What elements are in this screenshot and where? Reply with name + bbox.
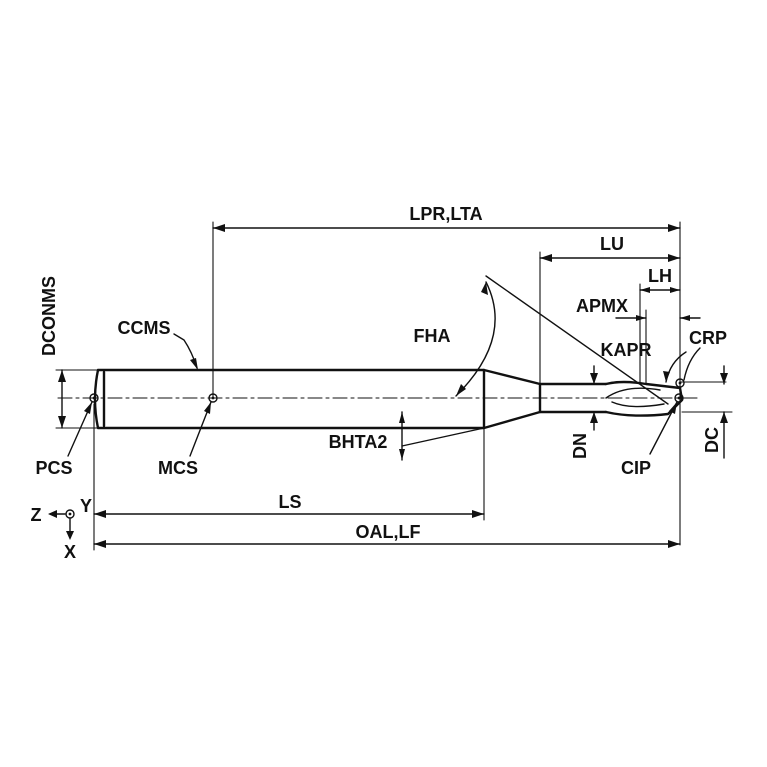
callout-ccms: CCMS	[118, 318, 198, 370]
label-lh: LH	[648, 266, 672, 286]
dim-lpr-lta: LPR,LTA	[212, 204, 681, 546]
callout-kapr: KAPR	[600, 340, 727, 383]
dim-lu: LU	[539, 234, 681, 385]
label-axis-z: Z	[31, 505, 42, 525]
dim-apmx: APMX	[576, 296, 701, 385]
dim-oal-lf: OAL,LF	[93, 522, 681, 548]
label-crp: CRP	[689, 328, 727, 348]
dim-dconms: DCONMS	[39, 276, 99, 429]
pcs-marker	[89, 393, 99, 403]
cip-marker	[674, 393, 684, 403]
dim-dn: DN	[570, 365, 598, 459]
label-apmx: APMX	[576, 296, 628, 316]
callout-bhta2: BHTA2	[329, 411, 485, 461]
dim-ls: LS	[93, 403, 485, 551]
label-dn: DN	[570, 433, 590, 459]
coordinate-axes: Z Y X	[31, 496, 93, 562]
taper-outline	[482, 368, 542, 430]
callout-crp: CRP	[683, 328, 727, 381]
flute-helix	[605, 387, 665, 408]
label-dconms: DCONMS	[39, 276, 59, 356]
shank-outline	[93, 368, 486, 430]
label-mcs: MCS	[158, 458, 198, 478]
label-bhta2: BHTA2	[329, 432, 388, 452]
label-pcs: PCS	[35, 458, 72, 478]
label-kapr: KAPR	[600, 340, 651, 360]
label-fha: FHA	[414, 326, 451, 346]
label-axis-y: Y	[80, 496, 92, 516]
callout-mcs: MCS	[158, 401, 212, 478]
dim-dc: DC	[681, 365, 733, 459]
tool-body	[57, 368, 701, 430]
label-lu: LU	[600, 234, 624, 254]
label-lpr-lta: LPR,LTA	[409, 204, 482, 224]
label-dc: DC	[702, 427, 722, 453]
label-oal-lf: OAL,LF	[356, 522, 421, 542]
label-ls: LS	[278, 492, 301, 512]
callout-cip: CIP	[621, 401, 678, 478]
label-axis-x: X	[64, 542, 76, 562]
callout-pcs: PCS	[35, 401, 93, 478]
dim-lh: LH	[639, 266, 681, 385]
label-ccms: CCMS	[118, 318, 171, 338]
callout-fha: FHA	[414, 275, 669, 405]
label-cip: CIP	[621, 458, 651, 478]
